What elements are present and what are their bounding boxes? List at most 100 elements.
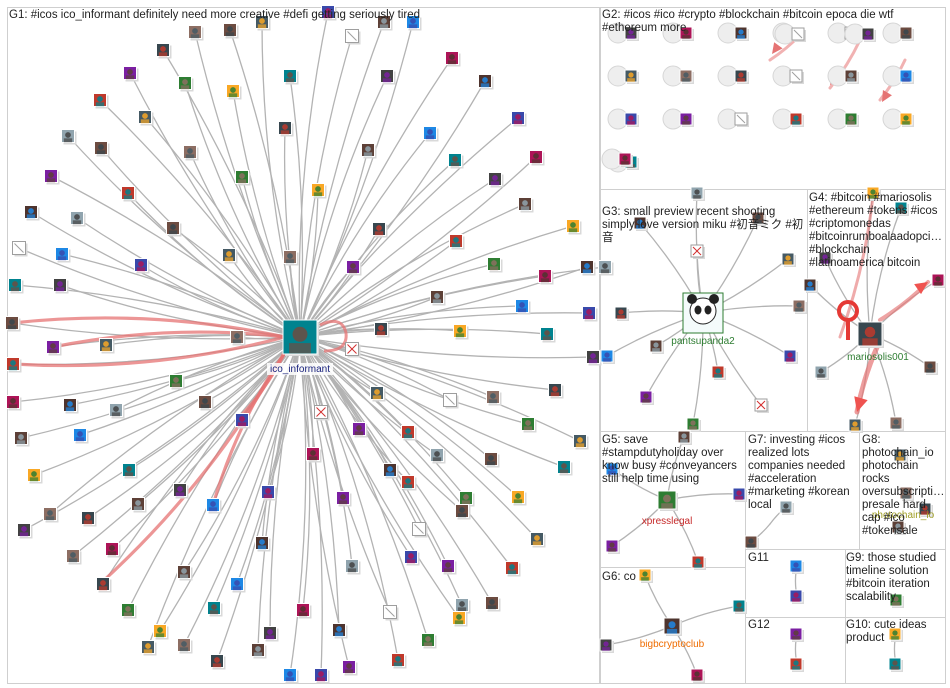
graph-edge [72,336,301,557]
avatar-head [210,501,216,507]
arrow-head [854,396,868,412]
avatar-head [459,507,465,513]
avatar-head [387,466,393,472]
avatar-head [736,602,742,608]
avatar-body [602,647,610,651]
avatar-head [113,406,119,412]
avatar-head [642,571,648,577]
avatar-head [9,319,15,325]
avatar-body [257,545,267,550]
avatar-node [206,498,222,514]
avatar-node [518,197,534,213]
avatar-head [895,523,901,529]
avatar-node [166,221,182,237]
graph-edge [12,336,301,403]
avatar-node [138,110,154,126]
avatar-node [441,559,457,575]
graph-edge [127,192,301,338]
avatar-head [755,214,761,220]
avatar-head [170,224,176,230]
avatar-head [492,175,498,181]
avatar-node [566,219,582,235]
avatar-head [715,368,721,374]
avatar-head [456,614,462,620]
avatar-node [899,112,914,127]
avatar-body [123,612,133,617]
avatar-head [628,115,634,121]
avatar-node [781,252,796,267]
graph-edge [99,99,301,338]
graph-edge [299,336,594,359]
avatar-head [434,451,440,457]
avatar-head [793,115,799,121]
avatar-node [383,463,399,479]
avatar-body [737,78,745,82]
avatar-body [308,456,318,461]
avatar-node [311,183,327,199]
avatar-head [818,368,824,374]
avatar-body [450,162,460,167]
graph-edge [299,336,323,676]
avatar-node [17,523,33,539]
avatar-node [345,29,361,45]
avatar-head [796,302,802,308]
avatar-body [792,666,800,670]
avatar-node [449,234,465,250]
avatar-body [228,93,238,98]
avatar-body [457,607,467,612]
avatar-head [787,352,793,358]
avatar-node [734,26,749,41]
graph-edge [299,336,538,540]
avatar-head [852,421,858,427]
reciprocal-edge [11,335,287,368]
avatar-body [46,178,56,183]
avatar-body [608,548,616,552]
avatar-head [287,253,293,259]
avatar-head [903,72,909,78]
avatar-head [552,386,558,392]
avatar-node [105,542,121,558]
avatar-node [63,398,79,414]
graph-edge [299,159,456,338]
avatar-head [584,263,590,269]
avatar-node [899,26,914,41]
avatar-body [454,620,464,625]
avatar-node [679,69,694,84]
graph-edge [269,336,301,634]
avatar-body [682,35,690,39]
avatar-body [185,154,195,159]
avatar-head [922,505,928,511]
avatar-head [127,69,133,75]
avatar-head [405,428,411,434]
avatar-head [690,420,696,426]
avatar-node [235,170,251,186]
avatar-head [609,542,615,548]
avatar-body [57,256,67,261]
avatar-node [618,152,633,167]
avatar-body [600,269,610,274]
avatar-node [46,340,62,356]
avatar-body [902,35,910,39]
avatar-body [68,558,78,563]
avatar-node [443,393,459,409]
avatar-head [848,72,854,78]
avatar-node [751,211,766,226]
avatar-head [336,626,342,632]
hub-label-photochain-io: photochain_io [872,510,935,521]
avatar-head [892,660,898,666]
avatar-node [141,640,157,656]
avatar-body [455,333,465,338]
avatar-body [29,477,39,482]
avatar-head [378,325,384,331]
avatar-head [748,538,754,544]
avatar-body [83,520,93,525]
avatar-node [624,112,639,127]
avatar-node [70,211,86,227]
avatar-node [404,550,420,566]
graph-edge [50,175,301,338]
avatar-body [285,78,295,83]
avatar-head [519,302,525,308]
avatar-head [145,643,151,649]
